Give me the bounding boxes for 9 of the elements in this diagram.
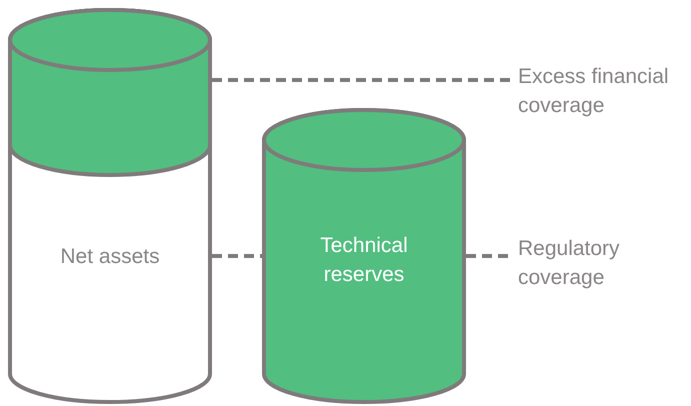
cylinder [8, 8, 212, 404]
callout-text: Excess financial coverage [518, 62, 690, 120]
cylinder-top-section [8, 8, 212, 178]
leader-line [212, 78, 512, 82]
callout-text: Regulatory coverage [518, 234, 648, 292]
cylinder-label: Net assets [59, 244, 161, 270]
cylinder-label: Technical reserves [319, 233, 409, 288]
cylinder [262, 108, 466, 404]
leader-line [212, 254, 262, 258]
